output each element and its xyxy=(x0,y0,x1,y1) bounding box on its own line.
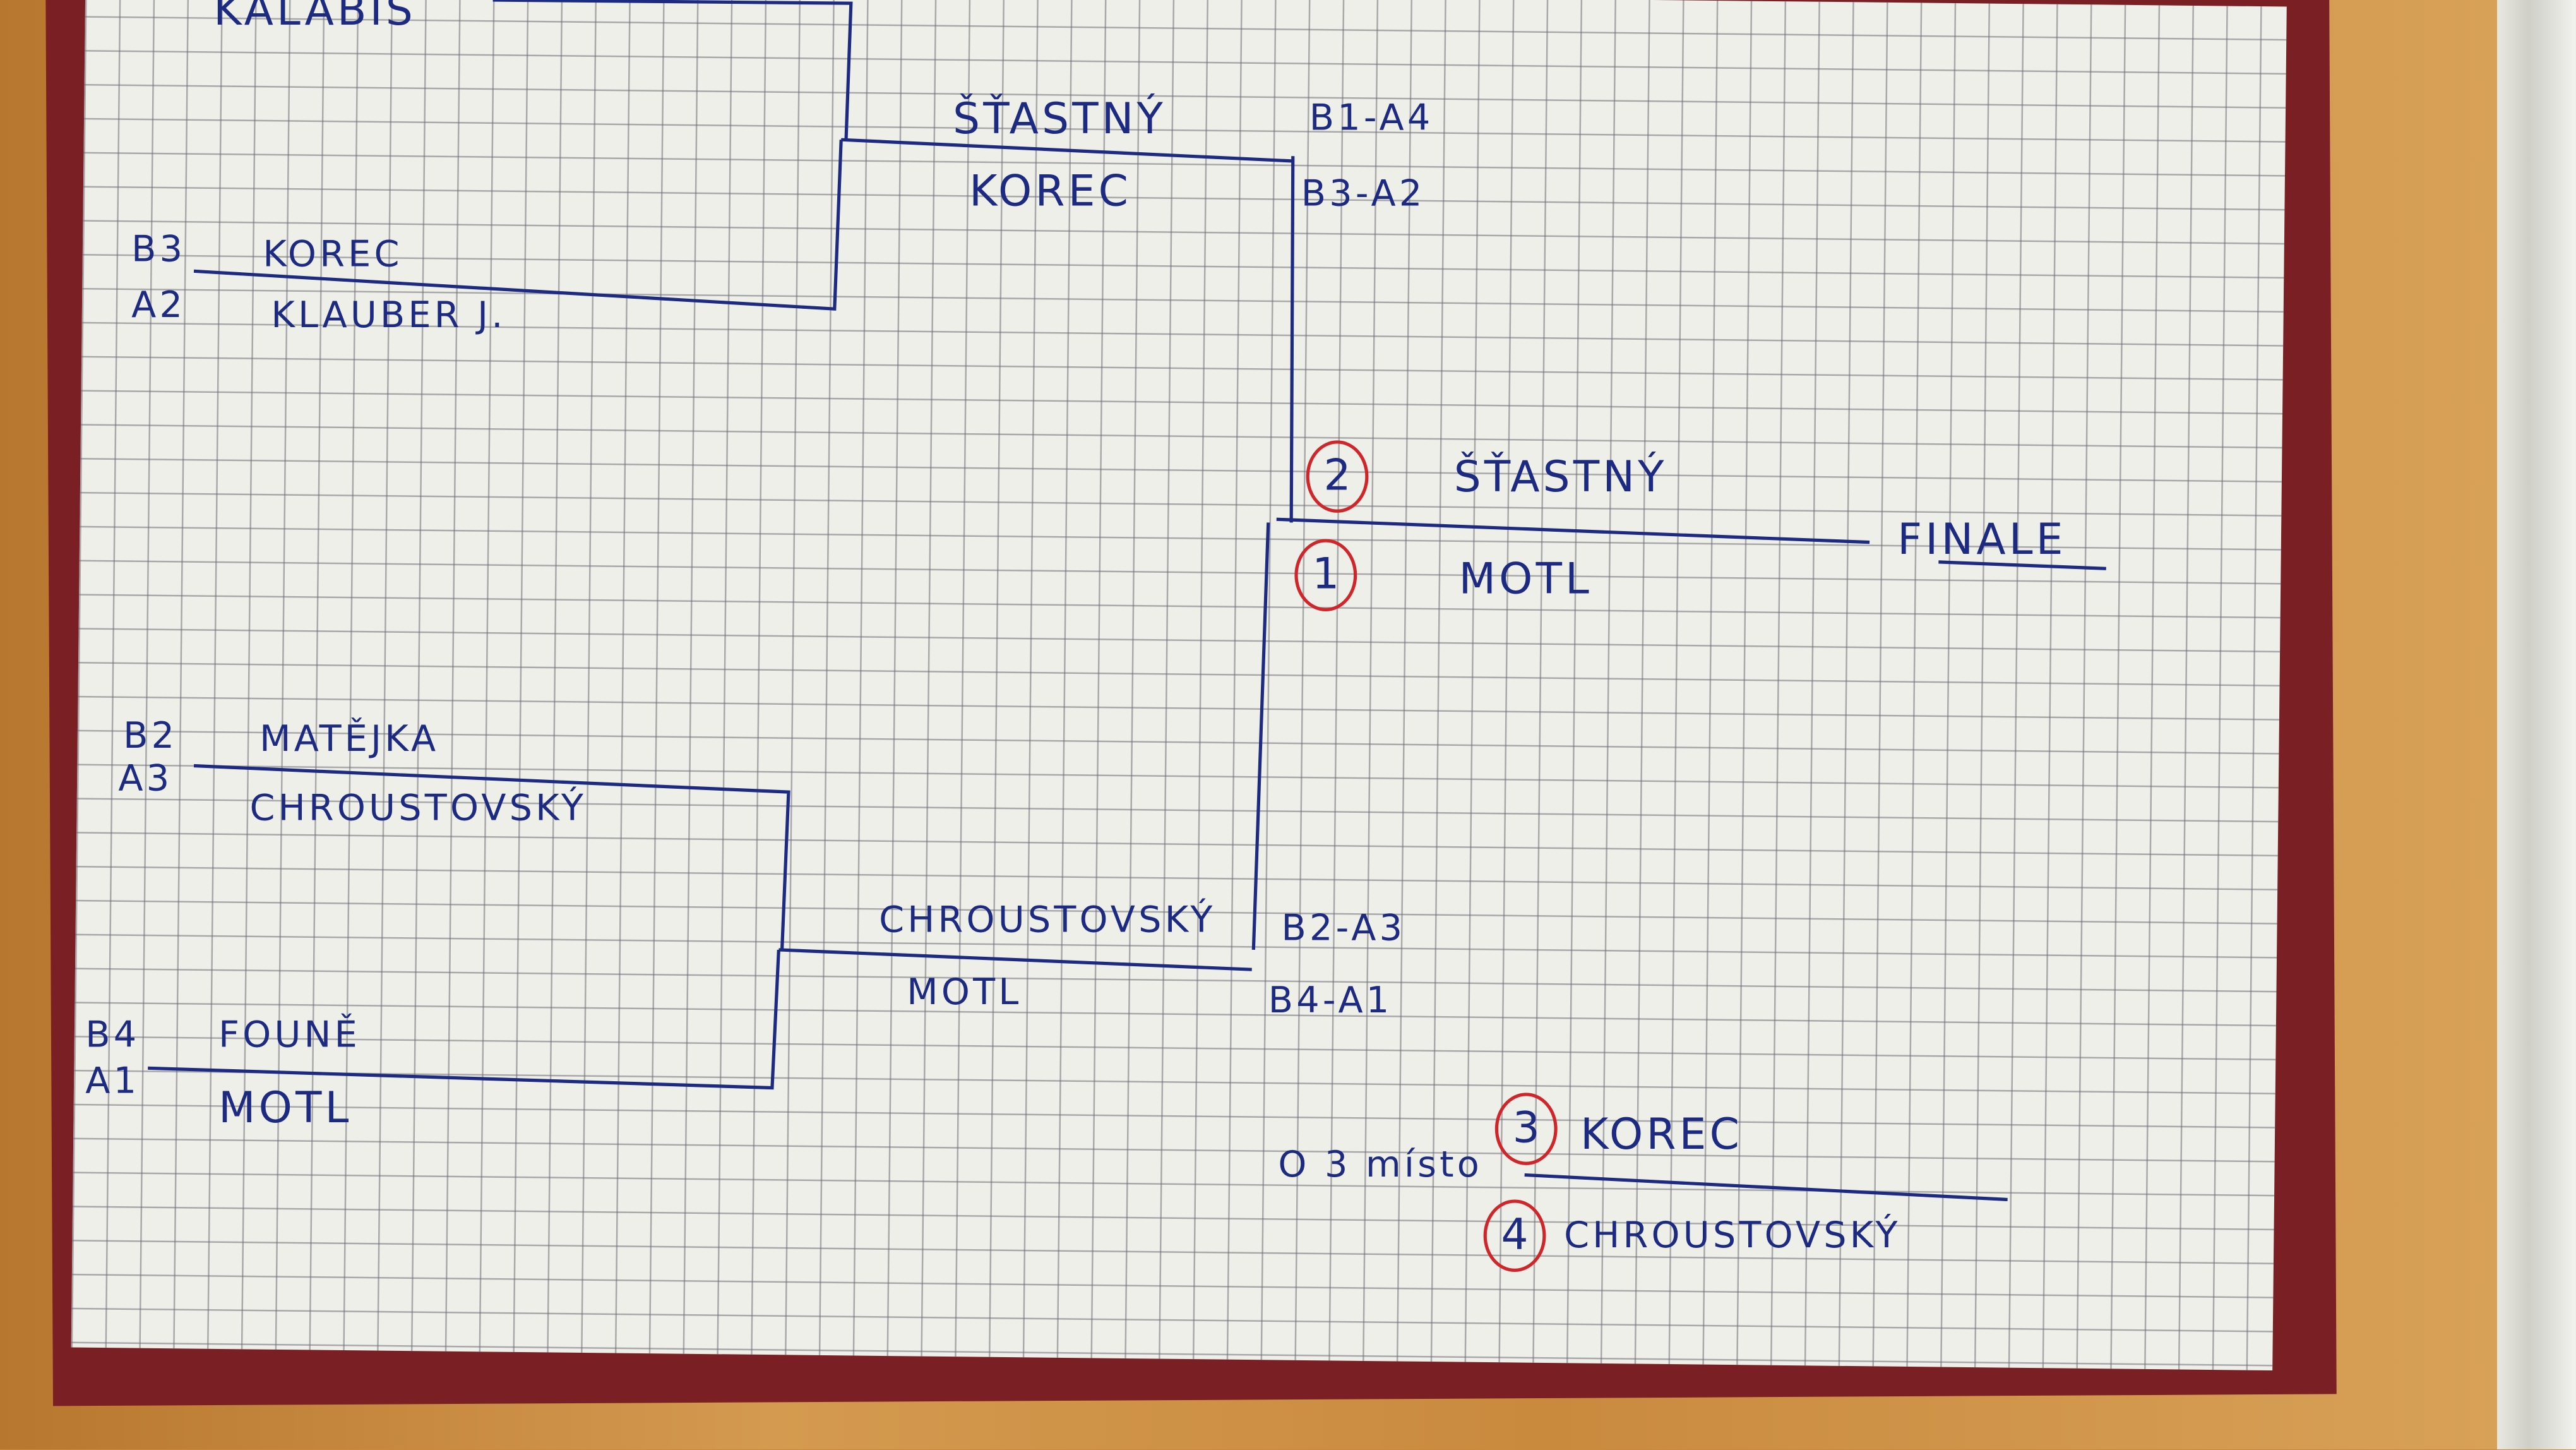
seed-b2: B2 xyxy=(123,716,178,758)
semi2-label-top: B2-A3 xyxy=(1281,908,1406,950)
third-place-label: O 3 místo xyxy=(1278,1145,1483,1187)
place-2-circle: 2 xyxy=(1306,440,1369,513)
seed-a3: A3 xyxy=(118,759,173,801)
player-kalabis: KALABIS xyxy=(213,0,416,37)
seed-a2: A2 xyxy=(131,285,186,327)
semi2-label-bottom: B4-A1 xyxy=(1268,981,1393,1022)
line-semi2 xyxy=(778,948,1252,971)
semi2-loser: MOTL xyxy=(907,973,1022,1014)
notebook-edge xyxy=(2497,0,2576,1449)
final-player-bottom: MOTL xyxy=(1458,555,1593,605)
seed-b3: B3 xyxy=(131,230,186,272)
semi1-loser: KOREC xyxy=(969,167,1132,217)
semi1-label-top: B1-A4 xyxy=(1309,99,1434,140)
player-motl-qf: MOTL xyxy=(218,1084,352,1134)
final-player-top: ŠŤASTNÝ xyxy=(1453,453,1667,503)
player-klauber: KLAUBER J. xyxy=(271,296,506,337)
player-foune: FOUNĚ xyxy=(218,1016,361,1057)
line-third-place xyxy=(1524,1173,2008,1202)
semi2-winner: CHROUSTOVSKÝ xyxy=(879,900,1216,942)
line-final-connector xyxy=(1251,522,1270,950)
line-final xyxy=(1276,517,1870,544)
place-3-circle: 3 xyxy=(1494,1093,1558,1165)
seed-b4: B4 xyxy=(85,1016,140,1057)
semi1-winner: ŠŤASTNÝ xyxy=(953,95,1167,145)
player-chroustovsky-qf: CHROUSTOVSKÝ xyxy=(249,788,587,830)
semi1-label-bottom: B3-A2 xyxy=(1301,174,1426,215)
line-qf-b3-a2 xyxy=(193,140,843,311)
third-player-top: KOREC xyxy=(1580,1110,1743,1161)
player-matejka: MATĚJKA xyxy=(259,719,439,761)
place-4-circle: 4 xyxy=(1483,1199,1546,1272)
line-semi1-connector xyxy=(1289,156,1295,523)
seed-a1: A1 xyxy=(85,1061,140,1103)
finale-label: FINALE xyxy=(1897,516,2066,566)
place-1-circle: 1 xyxy=(1294,539,1357,611)
line-semi1 xyxy=(841,138,1293,163)
line-qf-b4-a1 xyxy=(148,949,780,1090)
line-qf-b2-a3 xyxy=(193,764,790,950)
third-player-bottom: CHROUSTOVSKÝ xyxy=(1564,1216,1901,1257)
line-finale-underline xyxy=(1938,560,2106,570)
player-korec: KOREC xyxy=(263,235,403,277)
line-top-stub xyxy=(492,0,853,140)
